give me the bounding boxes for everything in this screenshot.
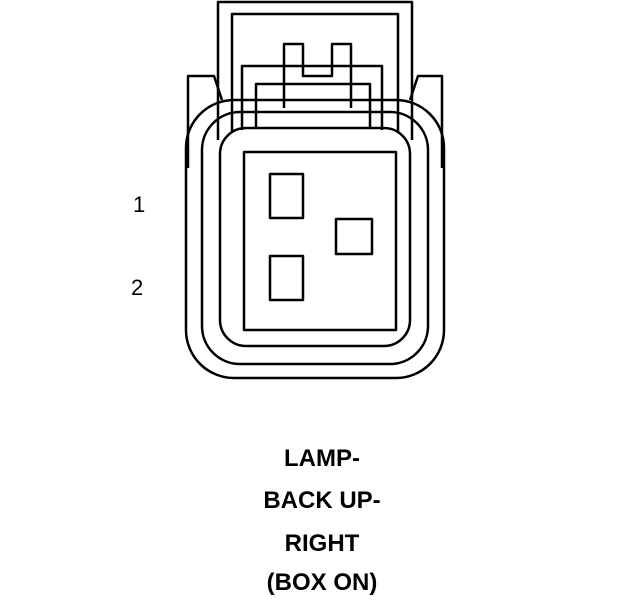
latch-frame [240, 64, 384, 130]
connector-body-outer [184, 98, 446, 380]
latch-frame-inner [254, 82, 372, 128]
latch-housing-outer [216, 0, 414, 140]
connector-body-middle [200, 110, 430, 366]
terminal-1 [268, 172, 305, 220]
pin-label-2: 2 [131, 275, 143, 300]
left-rib [186, 74, 224, 168]
latch-tab [282, 42, 353, 108]
connector-cavity [242, 150, 398, 332]
caption-line-1: LAMP- [284, 445, 360, 472]
right-rib [408, 74, 444, 168]
pin-label-1: 1 [133, 192, 145, 217]
terminal-2 [268, 254, 305, 302]
caption-line-4: (BOX ON) [266, 569, 378, 596]
caption-line-3: RIGHT [284, 530, 360, 557]
terminal-key [334, 217, 374, 256]
connector-face [218, 126, 412, 348]
caption-line-2: BACK UP- [263, 487, 381, 514]
latch-housing-inner [230, 12, 400, 132]
